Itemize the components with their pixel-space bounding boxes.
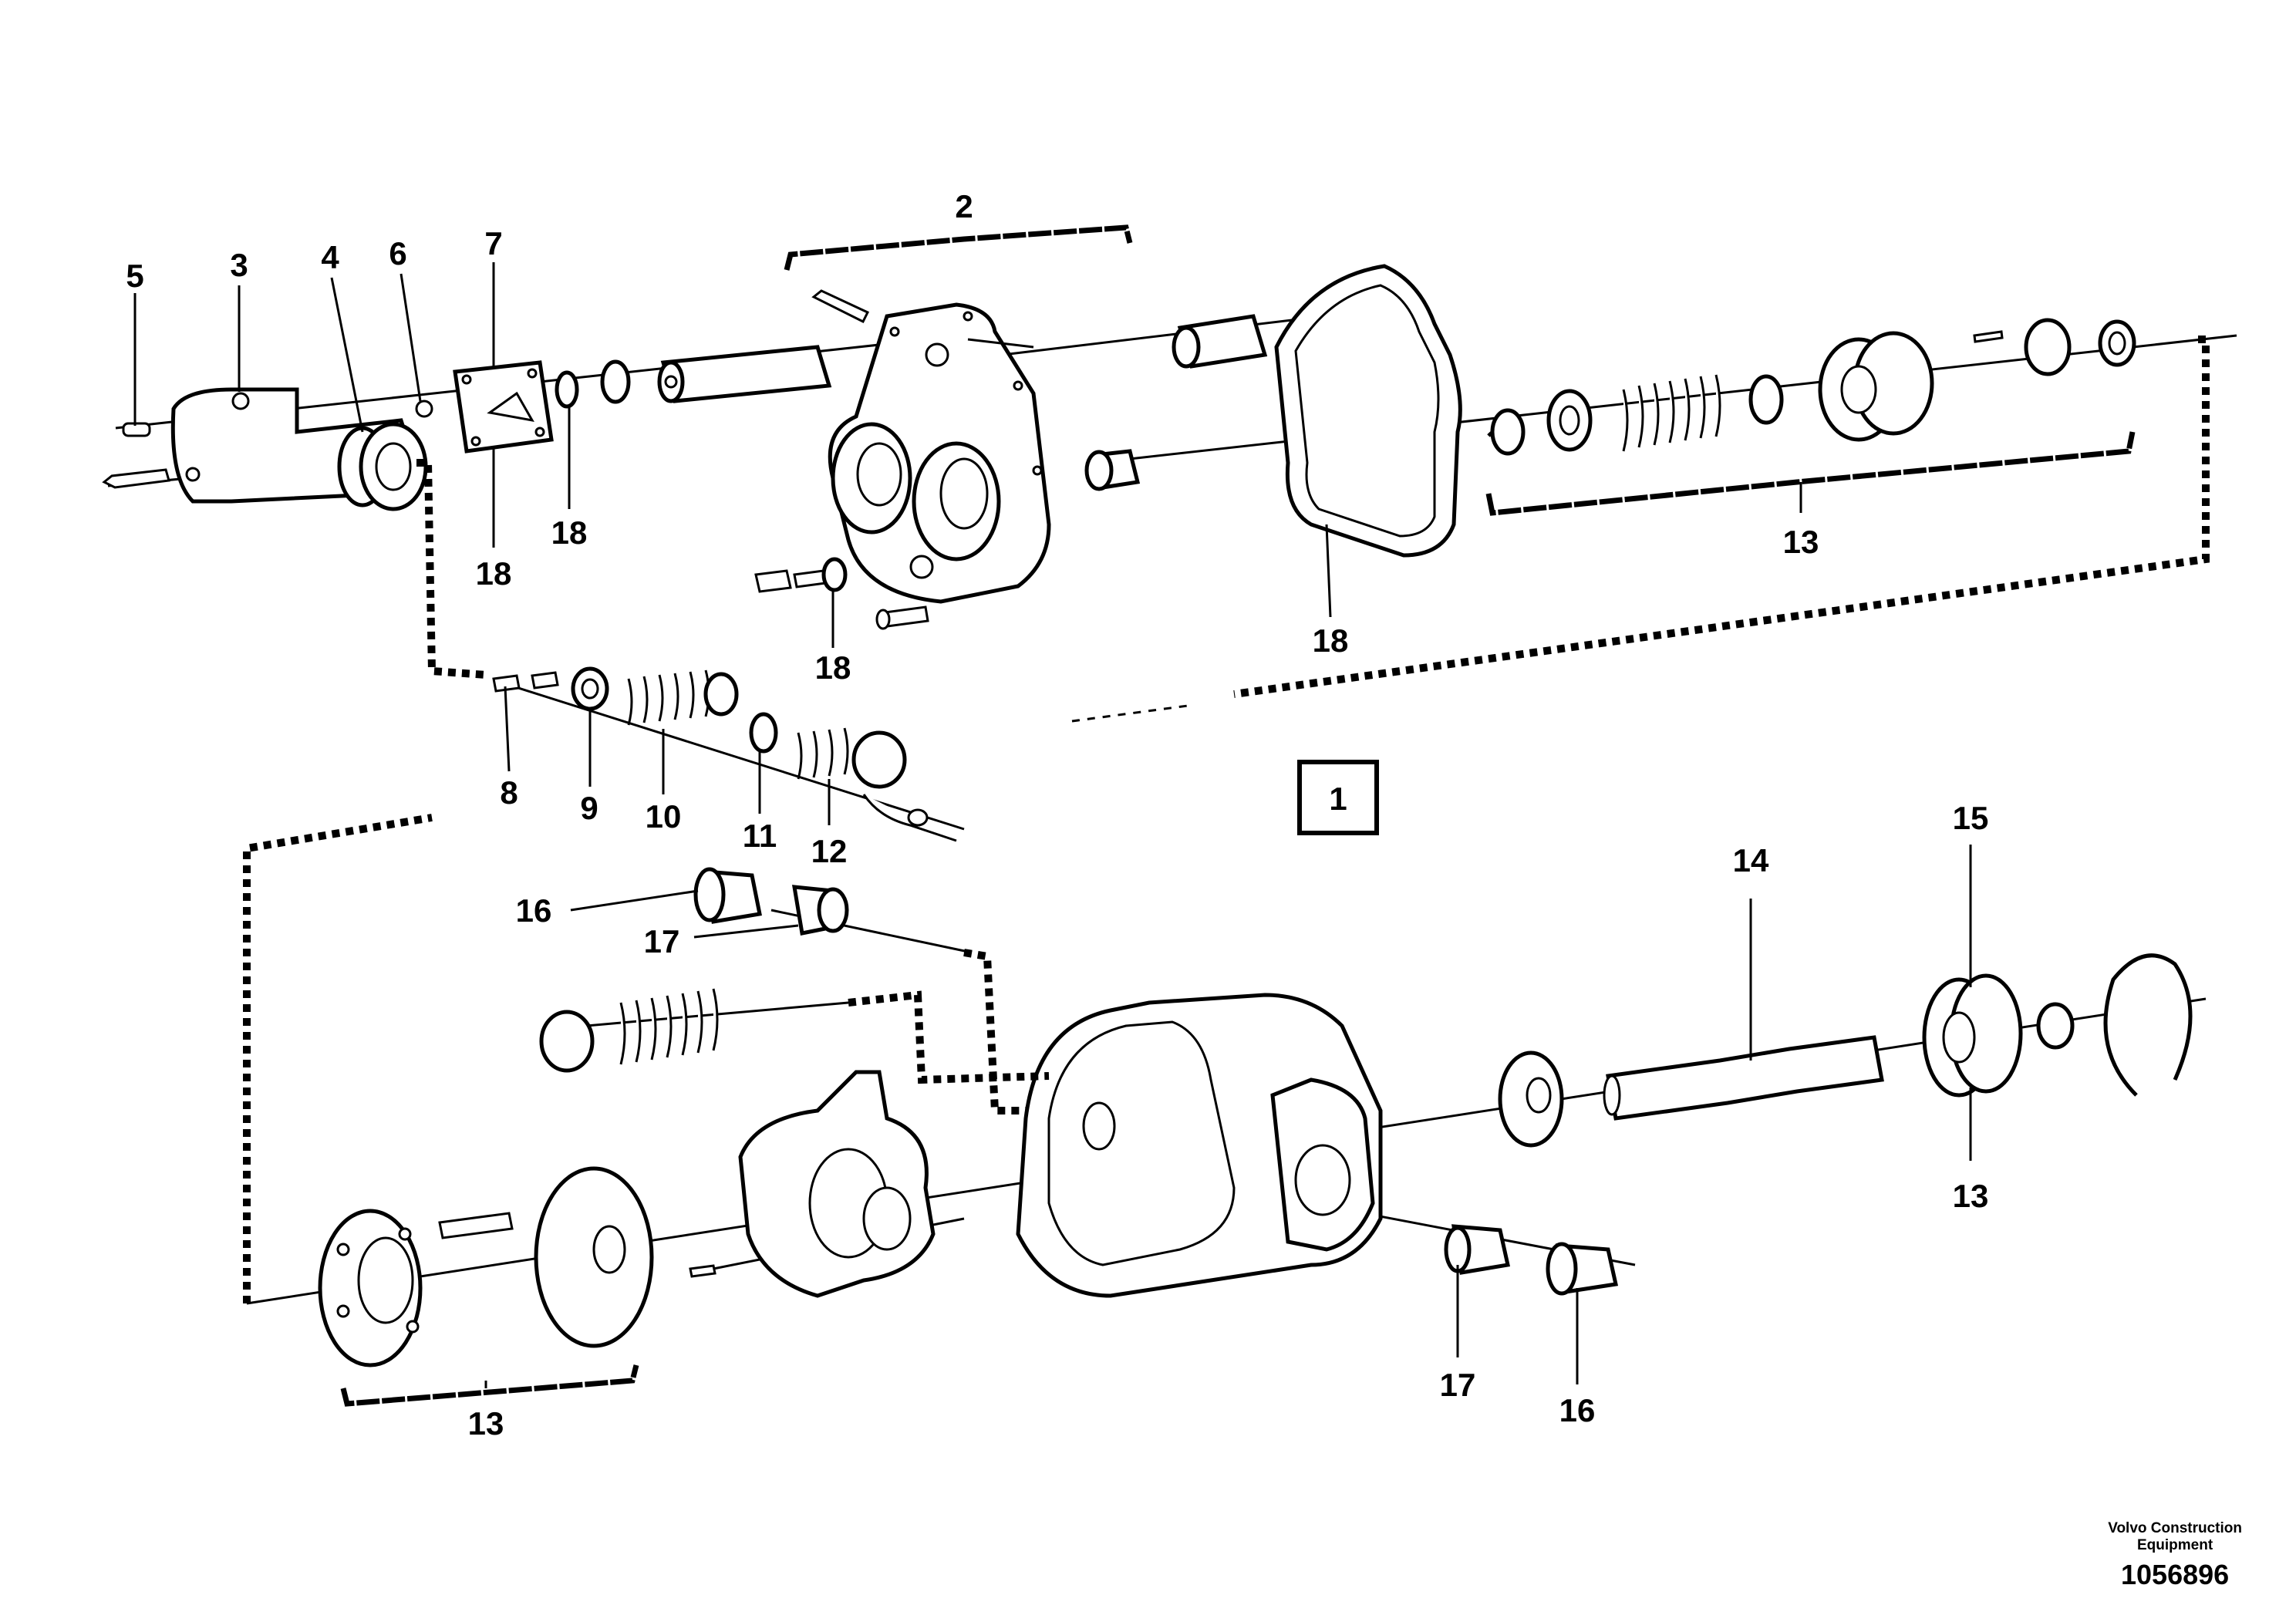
callout-17-upper: 17 (644, 923, 680, 959)
callout-18-c: 18 (815, 649, 851, 686)
callout-9: 9 (580, 790, 598, 826)
bushings-part-16-17 (693, 867, 849, 936)
callout-13-right: 13 (1953, 1178, 1989, 1214)
pump-end-cover-part-2 (828, 302, 1051, 604)
gasket-part-18 (1274, 264, 1462, 558)
callout-14: 14 (1733, 842, 1769, 878)
pump-flange (738, 1070, 936, 1298)
seal-ring-and-shaft-part-14 (1498, 1035, 1884, 1148)
lower-bushings-part-16-17 (1444, 1224, 1619, 1296)
upper-bushings (1084, 314, 1268, 491)
callout-8: 8 (500, 774, 518, 811)
callout-15: 15 (1953, 800, 1989, 836)
ring-part-6 (415, 400, 433, 418)
callout-17-lower: 17 (1440, 1367, 1476, 1403)
callout-6: 6 (389, 235, 406, 271)
cover-screws (754, 289, 929, 630)
callout-7: 7 (484, 225, 502, 261)
group-marker-box: 1 (1297, 760, 1379, 835)
callout-3: 3 (230, 247, 248, 283)
callout-13-lower: 13 (468, 1405, 504, 1442)
threaded-ring-part-4 (337, 422, 428, 511)
callout-18-a: 18 (476, 555, 512, 592)
callout-13-upper: 13 (1783, 524, 1819, 560)
relief-valve-parts-8-to-12 (492, 666, 965, 842)
callout-4: 4 (321, 239, 339, 275)
o-ring (600, 359, 631, 404)
valve-spring-plug (539, 988, 719, 1073)
group-marker-label: 1 (1329, 781, 1347, 817)
drawing-number: 1056896 (2121, 1559, 2230, 1590)
dashed-connector-lines (243, 336, 2210, 1303)
callout-18-d: 18 (1313, 622, 1349, 659)
callout-10: 10 (646, 798, 682, 835)
callout-5: 5 (126, 258, 143, 294)
callout-12: 12 (811, 833, 848, 869)
company-name-line1: Volvo Construction (2108, 1520, 2242, 1536)
bearing-part-15 (1922, 953, 2193, 1098)
company-name-line2: Equipment (2137, 1537, 2213, 1553)
piston-cylinder (657, 345, 832, 403)
o-ring-part-18 (555, 370, 579, 409)
bearing-plate-part-13 (318, 1166, 716, 1367)
callout-11: 11 (743, 818, 777, 854)
callout-braces (340, 224, 2136, 1407)
callout-16-upper: 16 (516, 892, 552, 929)
shaft-seal-group-part-13 (1487, 318, 2136, 456)
cover-plate-part-7 (453, 360, 554, 454)
callout-labels: 2 3 4 5 6 7 8 9 10 11 12 13 13 13 14 15 … (126, 188, 1988, 1442)
callout-2: 2 (955, 188, 973, 224)
callout-16-lower: 16 (1559, 1392, 1596, 1428)
screw-part-5 (102, 422, 170, 489)
callout-18-b: 18 (551, 514, 588, 551)
leader-lines (133, 262, 1972, 1388)
pump-housing (1016, 993, 1383, 1298)
drawing-footer: Volvo Construction Equipment 1056896 (2108, 1520, 2242, 1591)
